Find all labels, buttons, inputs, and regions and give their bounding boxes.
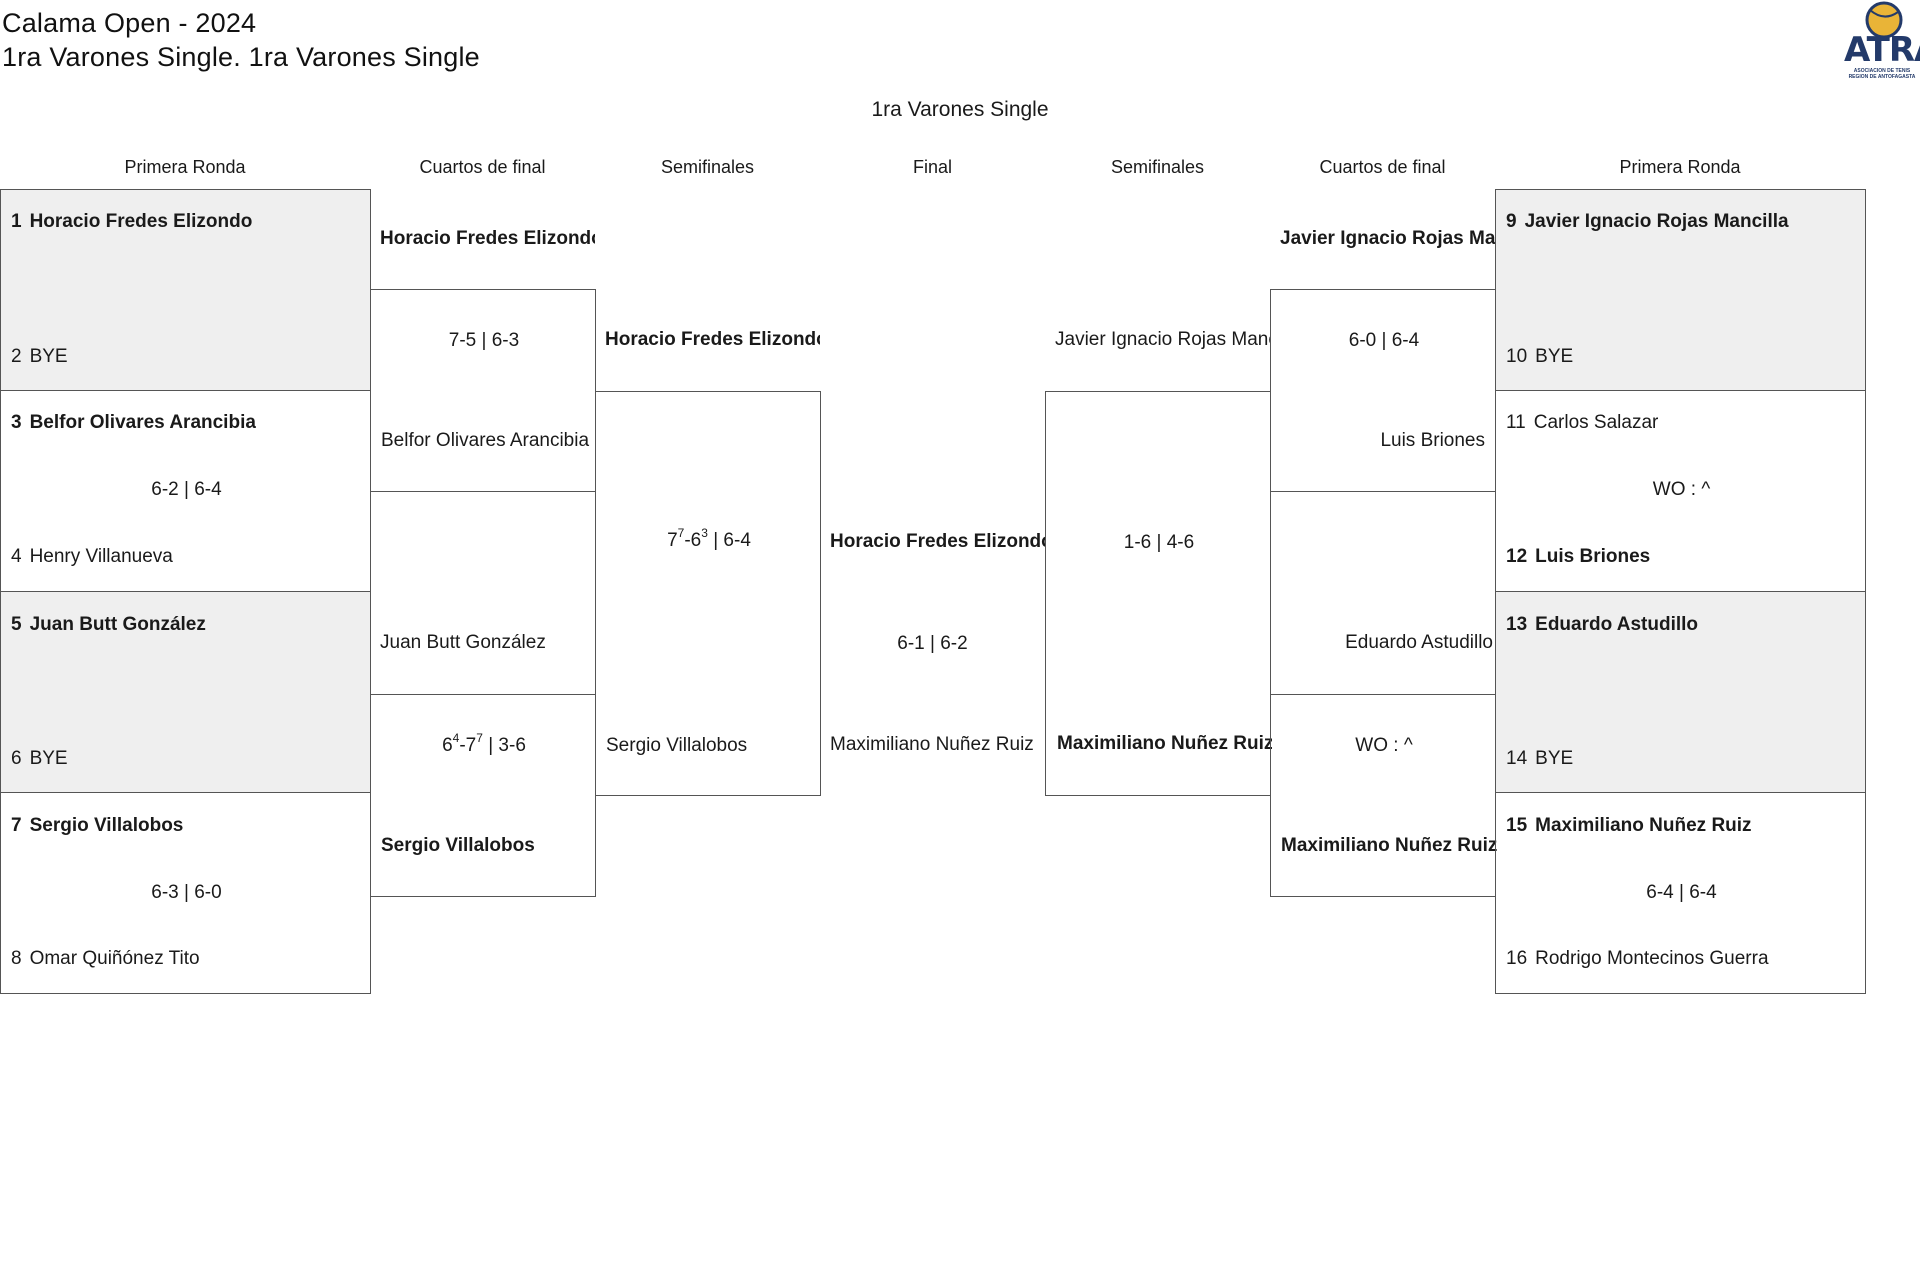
match-score: 6-2 | 6-4 <box>151 479 222 500</box>
match-score: 77-63 | 6-4 <box>667 526 751 551</box>
player-name: Maximiliano Nuñez Ruiz <box>1057 733 1272 754</box>
tournament-title: Calama Open - 2024 <box>2 8 257 38</box>
round-header-final: Final <box>912 157 952 177</box>
player-name: Maximiliano Nuñez Ruiz <box>1281 835 1497 856</box>
player-name: Juan Butt González <box>380 632 546 653</box>
match-box-left-sf: 77-63 | 6-4 Sergio Villalobos <box>595 391 821 796</box>
logo-subtext: ASOCIACION DE TENIS REGION DE ANTOFAGAST… <box>1848 68 1916 80</box>
final-player-name: Maximiliano Nuñez Ruiz <box>830 734 1034 755</box>
round-header-left-sf: Semifinales <box>660 157 755 177</box>
match-score: WO : ^ <box>1355 735 1413 756</box>
final-player-name: Horacio Fredes Elizondo <box>830 531 1045 552</box>
match-score: 6-0 | 6-4 <box>1348 330 1420 351</box>
match-score: 7-5 | 6-3 <box>448 330 520 351</box>
player-name: Horacio Fredes Elizondo <box>380 228 595 249</box>
tennis-ball-icon <box>1865 1 1903 39</box>
round-header-right-r1: Primera Ronda <box>1619 157 1741 177</box>
match-box-left-qf-1: 7-5 | 6-3 Belfor Olivares Arancibia <box>370 289 596 492</box>
round-header-right-sf: Semifinales <box>1110 157 1205 177</box>
round-header-right-qf: Cuartos de final <box>1319 157 1446 177</box>
match-score: 6-3 | 6-0 <box>151 882 222 903</box>
player-name: Javier Ignacio Rojas Mancilla <box>1055 329 1270 350</box>
player-name: Sergio Villalobos <box>606 735 748 756</box>
match-score: WO : ^ <box>1652 479 1711 500</box>
match-box-right-qf-2: WO : ^ Maximiliano Nuñez Ruiz <box>1270 694 1497 897</box>
match-box-left-qf-2: 64-77 | 3-6 Sergio Villalobos <box>370 694 596 897</box>
final-score: 6-1 | 6-2 <box>897 633 968 654</box>
match-box-right-qf-1: 6-0 | 6-4 Luis Briones <box>1270 289 1496 492</box>
match-score: 6-4 | 6-4 <box>1646 882 1717 903</box>
player-name: Belfor Olivares Arancibia <box>381 430 590 451</box>
match-box-right-sf: 1-6 | 4-6 Maximiliano Nuñez Ruiz <box>1045 391 1272 796</box>
match-score: 64-77 | 3-6 <box>442 731 526 756</box>
player-name: Horacio Fredes Elizondo <box>605 329 820 350</box>
player-name: Luis Briones <box>1380 430 1485 451</box>
match-score: 1-6 | 4-6 <box>1123 532 1195 553</box>
player-name: Sergio Villalobos <box>381 835 535 856</box>
round-header-left-r1: Primera Ronda <box>124 157 246 177</box>
tournament-subtitle: 1ra Varones Single. 1ra Varones Single <box>2 42 480 72</box>
player-name: Javier Ignacio Rojas Mancilla <box>1280 228 1495 249</box>
bracket-title: 1ra Varones Single <box>871 98 1049 121</box>
player-name: Eduardo Astudillo <box>1345 632 1493 653</box>
round-header-left-qf: Cuartos de final <box>419 157 546 177</box>
